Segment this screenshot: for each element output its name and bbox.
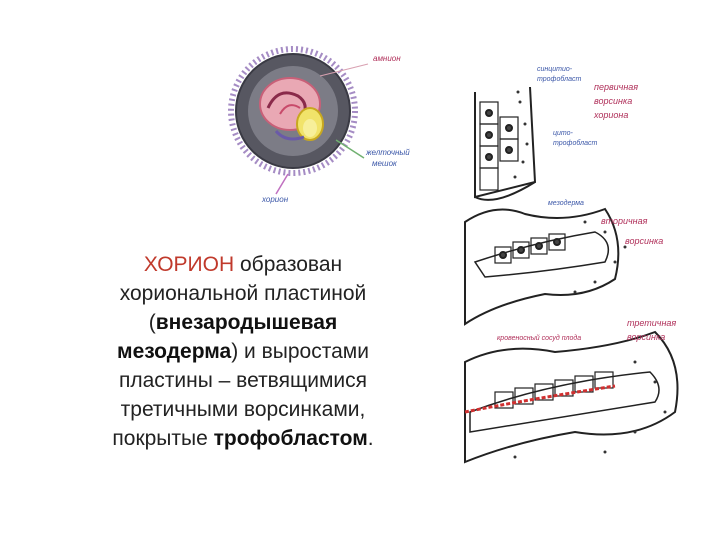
yolk-sac-label-1: желточный <box>366 148 410 157</box>
text-covered: покрытые <box>112 427 214 450</box>
tertiary-villus <box>464 330 679 464</box>
text-mesoderm: мезодерма <box>117 340 232 363</box>
line-2: хориональной пластиной <box>88 279 398 308</box>
line-1: ХОРИОН образован <box>88 250 398 279</box>
yolk-sac-label-2: мешок <box>372 159 397 168</box>
primary-villus <box>474 86 537 201</box>
primary-villus-label-1: первичная <box>594 82 639 92</box>
text-outgrowths: ) и выростами <box>231 340 369 363</box>
text-period: . <box>367 427 374 450</box>
cytotrophoblast-label-1: цито- <box>553 130 573 137</box>
line-3: (внезародышевая <box>88 308 398 337</box>
chorion-term: ХОРИОН <box>143 253 235 276</box>
tertiary-villus-label-2: ворсинка <box>627 332 666 342</box>
text-trophoblast: трофобластом <box>213 427 368 450</box>
syncytiotrophoblast-label-2: трофобласт <box>537 76 582 83</box>
text-extraembryonic: внезародышевая <box>155 311 338 334</box>
syncytiotrophoblast-label-1: синцитио- <box>537 66 573 73</box>
text-chorionic-plate: хориональной пластиной <box>119 282 367 305</box>
secondary-villus-label-1: вторичная <box>601 216 648 226</box>
secondary-villus <box>464 207 620 326</box>
primary-villus-label-2: ворсинка <box>594 96 633 106</box>
text-branching: пластины – ветвящимися <box>118 369 368 392</box>
cytotrophoblast-label-2: трофобласт <box>553 140 598 147</box>
mesoderm-label: мезодерма <box>548 200 584 207</box>
text-formed: образован <box>234 253 343 276</box>
text-paren-open: ( <box>148 311 156 334</box>
description-text: ХОРИОН образован хориональной пластиной … <box>88 250 398 453</box>
secondary-villus-label-2: ворсинка <box>625 236 664 246</box>
line-5: пластины – ветвящимися <box>88 366 398 395</box>
line-4: мезодерма) и выростами <box>88 337 398 366</box>
tertiary-villus-label-1: третичная <box>627 318 677 328</box>
chorion-label: хорион <box>262 195 289 204</box>
chorion-villi-ring <box>228 46 358 176</box>
line-7: покрытые трофобластом. <box>88 424 398 453</box>
villi-diagram <box>464 86 679 464</box>
fetal-vessel <box>464 384 616 414</box>
chorion-embryo-figure <box>228 46 369 195</box>
fetal-vessel-label: кровеносный сосуд плода <box>497 335 582 342</box>
text-tertiary-villi: третичными ворсинками, <box>120 398 366 421</box>
line-6: третичными ворсинками, <box>88 395 398 424</box>
amnion-label: амнион <box>373 54 401 63</box>
primary-villus-label-3: хориона <box>594 110 629 120</box>
